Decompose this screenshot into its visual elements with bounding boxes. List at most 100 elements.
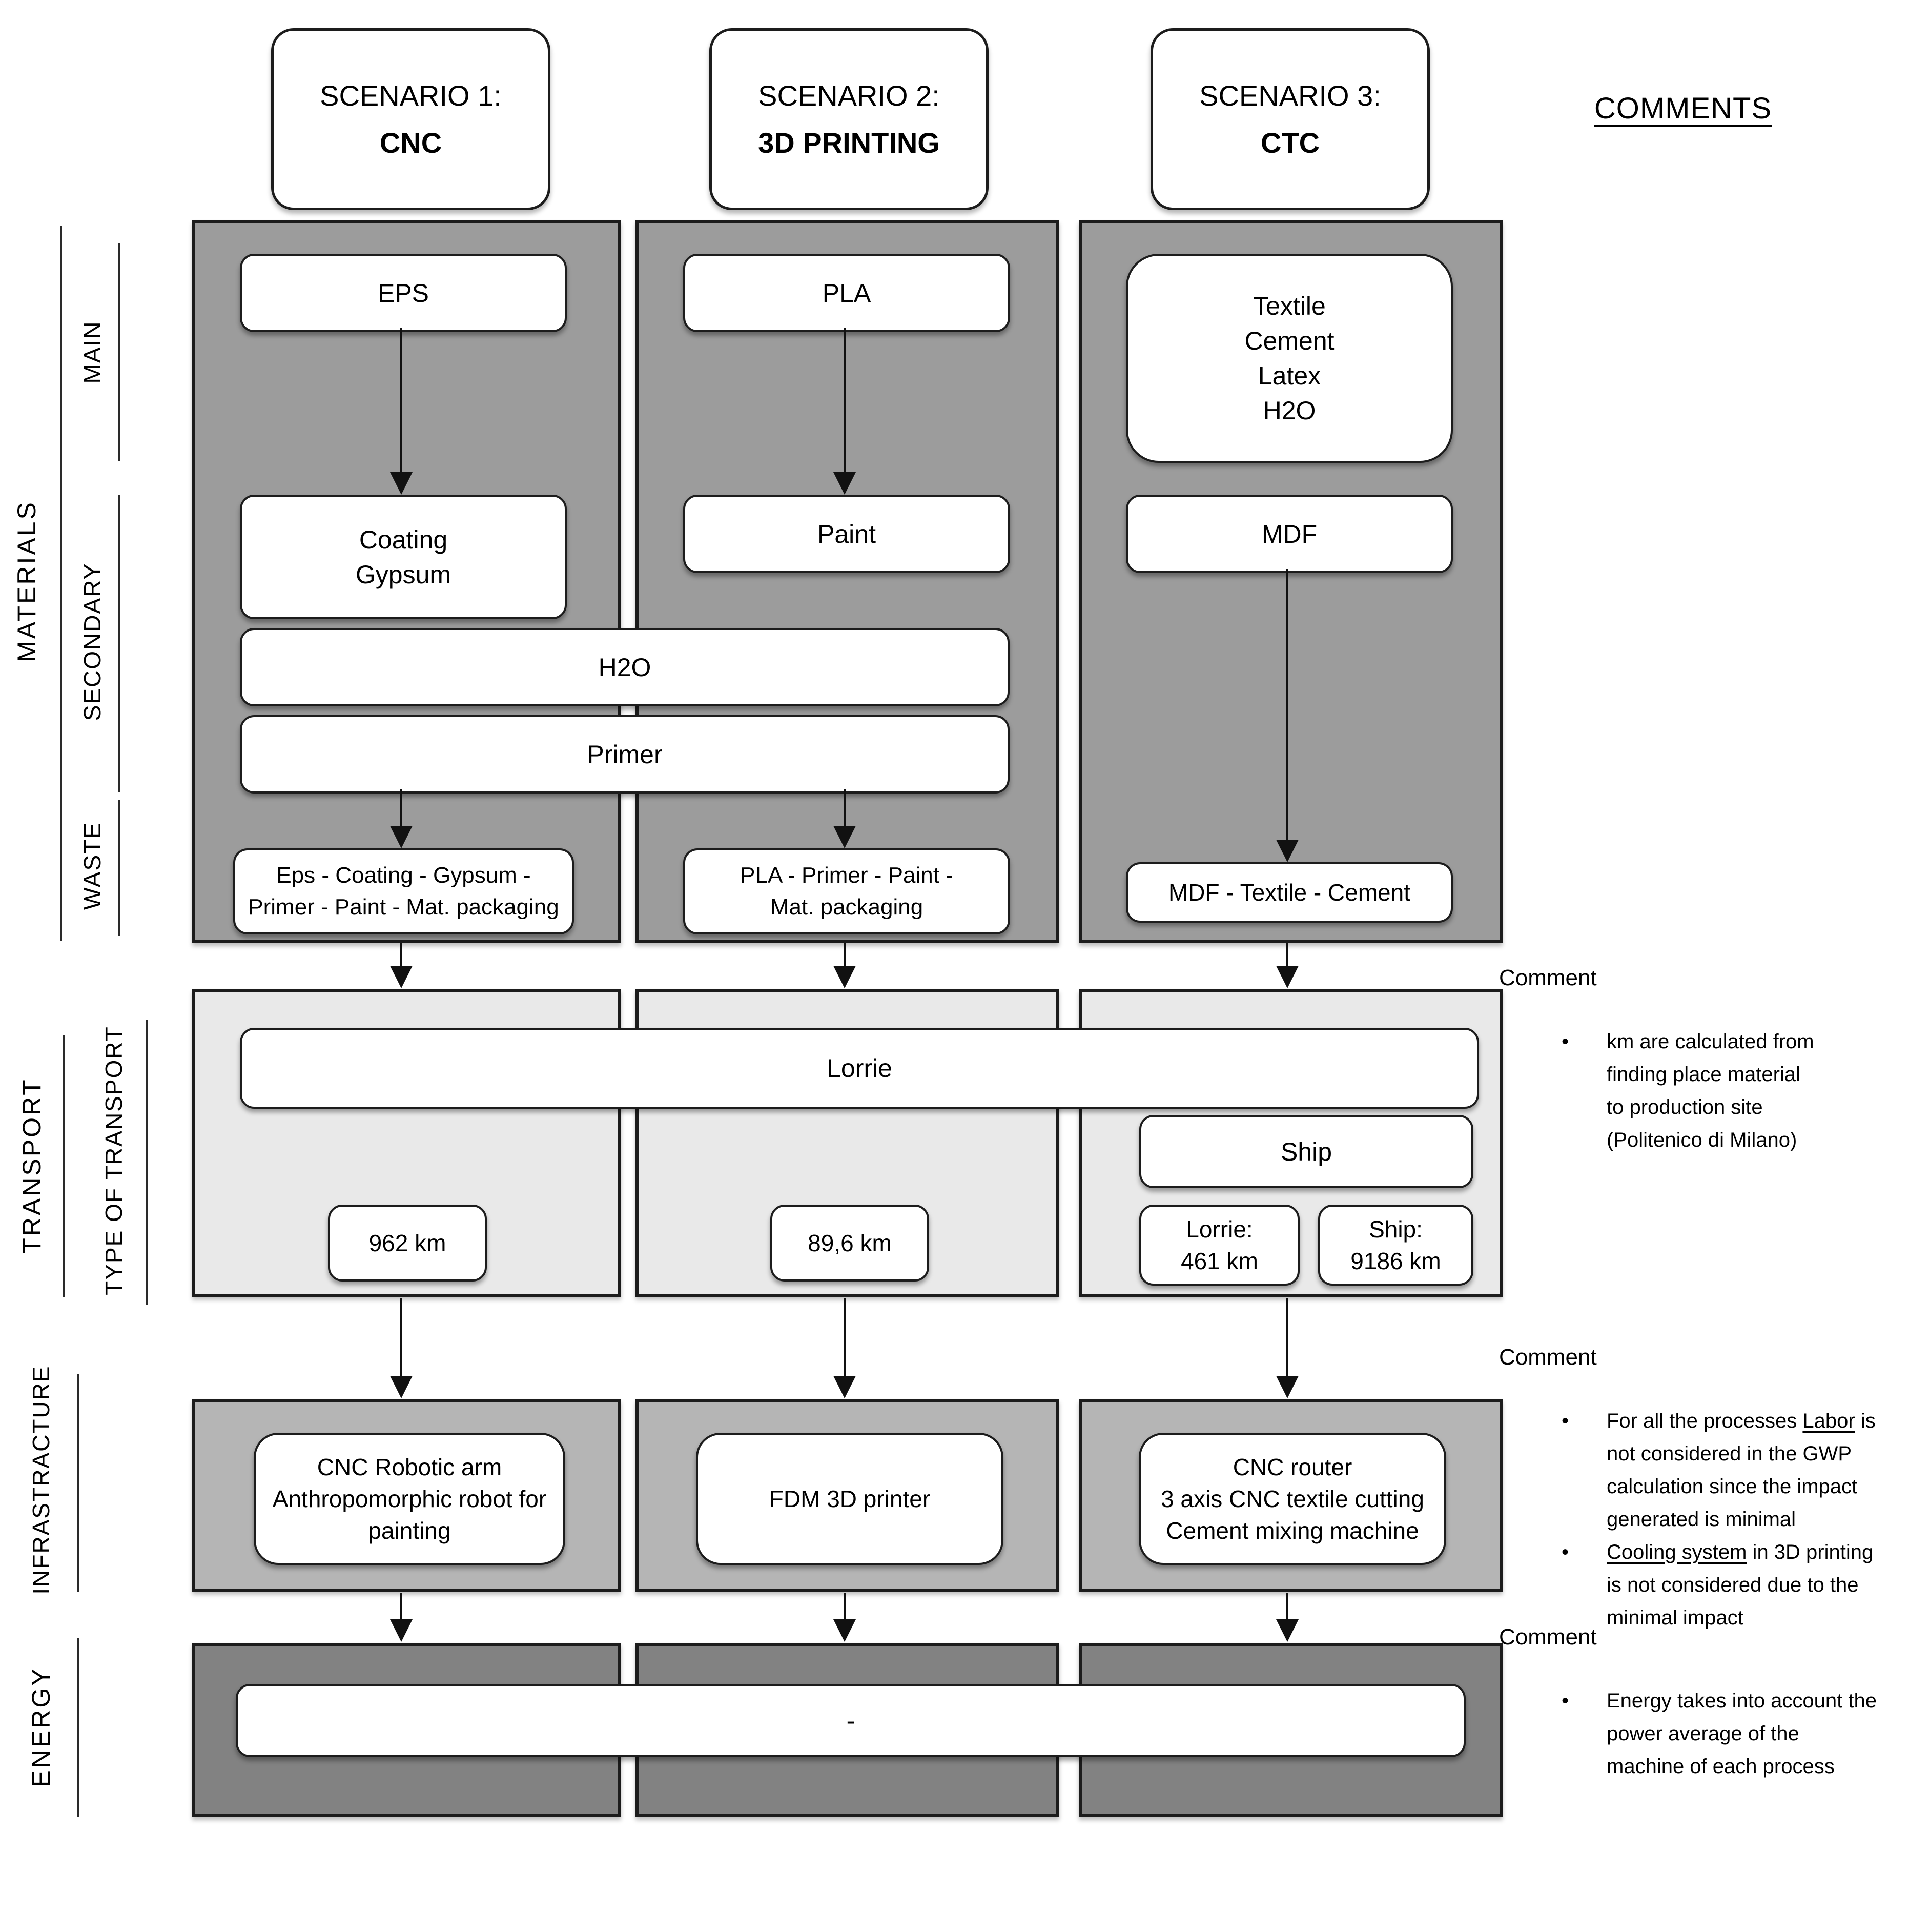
comment-line: finding place material xyxy=(1607,1063,1800,1086)
transport-s3-lorrie-label: Lorrie: xyxy=(1186,1216,1253,1243)
transport-s3-lorrie-distance-box: Lorrie: 461 km xyxy=(1139,1205,1300,1286)
transport-s3-ship-distance: 9186 km xyxy=(1350,1248,1441,1274)
main-material-s3-line2: Cement xyxy=(1244,327,1335,355)
comment-infrastructure-bullet-2: • Cooling system in 3D printing is not c… xyxy=(1499,1536,1909,1634)
arrow-eps-to-coating xyxy=(390,328,413,495)
arrow-transport-to-infrastructure-s1 xyxy=(390,1298,413,1398)
comment-line: minimal impact xyxy=(1607,1606,1743,1629)
transport-s2-distance-box: 89,6 km xyxy=(770,1205,929,1282)
arrow-primer-to-waste-s2 xyxy=(833,789,856,848)
main-material-s3-line1: Textile xyxy=(1253,292,1326,320)
infrastructure-rule xyxy=(77,1374,79,1592)
infrastructure-s2: FDM 3D printer xyxy=(769,1486,931,1512)
waste-s3: MDF - Textile - Cement xyxy=(1168,879,1411,906)
scenario-3-title: SCENARIO 3: xyxy=(1199,79,1381,112)
comment-infrastructure-bullet-1: • For all the processes Labor is not con… xyxy=(1499,1405,1909,1536)
transport-s3-ship-label: Ship: xyxy=(1369,1216,1423,1243)
comment-line: calculation since the impact xyxy=(1607,1475,1858,1498)
comment-line: generated is minimal xyxy=(1607,1508,1796,1531)
lca-scenario-diagram: SCENARIO 1: CNC SCENARIO 2: 3D PRINTING … xyxy=(12,28,1909,1817)
transport-lorrie: Lorrie xyxy=(827,1054,892,1083)
comment-energy-title: Comment xyxy=(1499,1624,1597,1650)
comment-transport-bullet-1: • km are calculated from finding place m… xyxy=(1499,1025,1909,1156)
waste-s2-line2: Mat. packaging xyxy=(770,894,923,920)
scenario-1-title: SCENARIO 1: xyxy=(320,79,502,112)
infrastructure-s3-line3: Cement mixing machine xyxy=(1166,1517,1419,1544)
type-of-transport-rule xyxy=(146,1020,148,1305)
shared-primer: Primer xyxy=(587,740,663,769)
comment-line: power average of the xyxy=(1607,1722,1799,1745)
arrow-pla-to-paint xyxy=(833,328,856,495)
transport-s1-distance-box: 962 km xyxy=(328,1205,487,1282)
bullet-icon: • xyxy=(1562,1030,1569,1053)
materials-label: MATERIALS xyxy=(12,500,41,662)
infrastructure-s3-line1: CNC router xyxy=(1233,1454,1352,1480)
secondary-material-s1-box: Coating Gypsum xyxy=(240,495,567,619)
waste-rule xyxy=(118,800,120,936)
secondary-material-s2-box: Paint xyxy=(683,495,1010,573)
scenario-2-name: 3D PRINTING xyxy=(758,126,940,159)
secondary-material-s1-line2: Gypsum xyxy=(355,560,451,589)
comment-infrastructure: Comment • For all the processes Labor is… xyxy=(1499,1344,1909,1634)
comment-line: is not considered due to the xyxy=(1607,1574,1859,1596)
arrow-materials-to-transport-s1 xyxy=(390,943,413,988)
main-material-s3-box: Textile Cement Latex H2O xyxy=(1126,254,1453,463)
main-material-s1: EPS xyxy=(377,278,429,308)
infrastructure-s1-line2: Anthropomorphic robot for xyxy=(272,1486,547,1512)
infrastructure-s1-line1: CNC Robotic arm xyxy=(317,1454,502,1480)
comment-line: For all the processes Labor is xyxy=(1607,1410,1876,1432)
comment-transport: Comment • km are calculated from finding… xyxy=(1499,965,1909,1156)
transport-ship: Ship xyxy=(1280,1137,1332,1166)
type-of-transport-label: TYPE OF TRANSPORT xyxy=(100,1026,127,1295)
scenario-1-header: SCENARIO 1: CNC xyxy=(271,28,550,210)
scenario-3-header: SCENARIO 3: CTC xyxy=(1151,28,1430,210)
bullet-icon: • xyxy=(1562,1410,1569,1432)
transport-s2-distance: 89,6 km xyxy=(808,1230,892,1256)
main-material-s2-box: PLA xyxy=(683,254,1010,332)
arrow-infrastructure-to-energy-s1 xyxy=(390,1593,413,1642)
comment-line: not considered in the GWP xyxy=(1607,1442,1852,1465)
infrastructure-s1-box: CNC Robotic arm Anthropomorphic robot fo… xyxy=(254,1433,565,1565)
transport-ship-box: Ship xyxy=(1139,1115,1473,1188)
comment-line: Energy takes into account the xyxy=(1607,1690,1877,1712)
infrastructure-s2-box: FDM 3D printer xyxy=(696,1433,1003,1565)
secondary-material-s3: MDF xyxy=(1261,519,1318,548)
energy-label: ENERGY xyxy=(27,1666,55,1787)
secondary-rule xyxy=(118,495,120,792)
infrastructure-s1-line3: painting xyxy=(368,1517,451,1544)
arrow-infrastructure-to-energy-s2 xyxy=(833,1593,856,1642)
waste-s1-line1: Eps - Coating - Gypsum - xyxy=(276,863,531,888)
materials-band-scenario-2 xyxy=(635,220,1059,943)
arrow-infrastructure-to-energy-s3 xyxy=(1276,1593,1299,1642)
transport-rule xyxy=(63,1035,65,1297)
bullet-icon: • xyxy=(1562,1541,1569,1563)
infrastructure-s3-line2: 3 axis CNC textile cutting xyxy=(1161,1486,1424,1512)
arrow-mdf-to-waste xyxy=(1276,569,1299,862)
waste-s1-box: Eps - Coating - Gypsum - Primer - Paint … xyxy=(233,848,574,934)
main-rule xyxy=(118,243,120,461)
transport-s3-ship-distance-box: Ship: 9186 km xyxy=(1318,1205,1473,1286)
secondary-material-s3-box: MDF xyxy=(1126,495,1453,573)
comment-line: (Politenico di Milano) xyxy=(1607,1129,1797,1151)
arrow-transport-to-infrastructure-s3 xyxy=(1276,1298,1299,1398)
energy-shared-box: - xyxy=(236,1684,1466,1757)
comment-energy-bullet-1: • Energy takes into account the power av… xyxy=(1499,1684,1909,1783)
main-material-s3-line4: H2O xyxy=(1263,396,1316,425)
scenario-3-name: CTC xyxy=(1260,126,1320,159)
waste-s1-line2: Primer - Paint - Mat. packaging xyxy=(248,894,559,920)
bullet-icon: • xyxy=(1562,1690,1569,1712)
transport-s1-distance: 962 km xyxy=(368,1230,446,1256)
scenario-2-title: SCENARIO 2: xyxy=(758,79,940,112)
scenario-2-header: SCENARIO 2: 3D PRINTING xyxy=(709,28,989,210)
shared-primer-box: Primer xyxy=(240,715,1010,794)
comment-infrastructure-title: Comment xyxy=(1499,1345,1597,1370)
infrastructure-s3-box: CNC router 3 axis CNC textile cutting Ce… xyxy=(1139,1433,1446,1565)
main-material-s3-line3: Latex xyxy=(1258,361,1321,390)
arrow-materials-to-transport-s2 xyxy=(833,943,856,988)
comment-line: Cooling system in 3D printing xyxy=(1607,1541,1874,1563)
materials-rule xyxy=(60,226,62,941)
secondary-material-s2: Paint xyxy=(817,519,876,548)
arrow-transport-to-infrastructure-s2 xyxy=(833,1298,856,1398)
waste-s2-box: PLA - Primer - Paint - Mat. packaging xyxy=(683,848,1010,934)
main-material-s2: PLA xyxy=(822,278,871,308)
